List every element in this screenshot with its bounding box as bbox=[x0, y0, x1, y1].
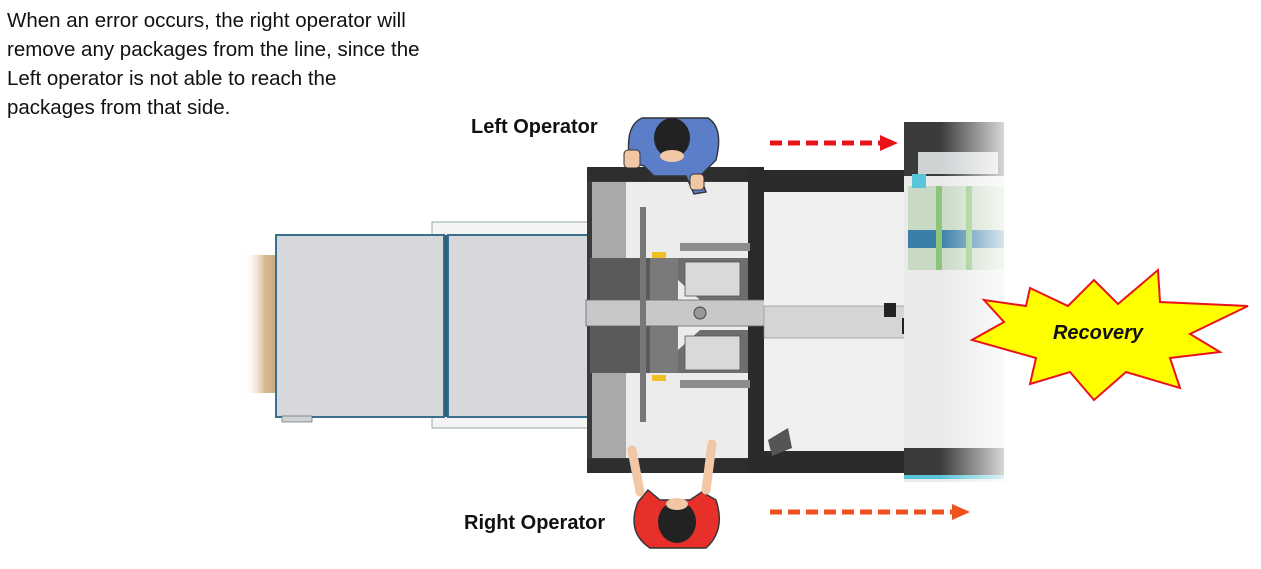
recovery-burst: Recovery bbox=[969, 267, 1249, 402]
recovery-label: Recovery bbox=[1053, 322, 1144, 344]
left-operator-figure bbox=[623, 117, 720, 195]
description-text: When an error occurs, the right operator… bbox=[7, 9, 420, 119]
left-operator-label: Left Operator bbox=[471, 116, 598, 138]
starburst-icon bbox=[969, 267, 1249, 402]
cardboard-feed bbox=[244, 255, 278, 393]
dashed-arrow-right-icon bbox=[770, 135, 898, 151]
infeed-conveyor bbox=[275, 221, 589, 429]
right-operator-figure bbox=[627, 439, 720, 549]
dashed-arrow-right-icon bbox=[770, 504, 970, 520]
outfeed-corridor bbox=[763, 170, 916, 473]
right-operator-label: Right Operator bbox=[464, 512, 606, 534]
main-station bbox=[585, 167, 767, 473]
